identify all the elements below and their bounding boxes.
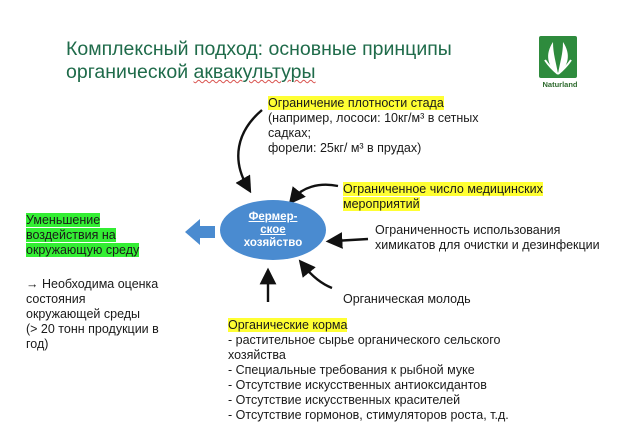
hub-line-2: ское — [260, 223, 286, 236]
arrow-juveniles — [298, 259, 333, 290]
impact-note-4: (> 20 тонн продукции в — [26, 322, 159, 336]
impact-heading-2: воздействия на — [26, 228, 116, 242]
feed-line-4: - Отсутствие искусственных антиоксиданто… — [228, 378, 487, 392]
impact-heading-3: окружающую среду — [26, 243, 140, 257]
leaf-logo-icon — [539, 36, 577, 78]
impact-heading-1: Уменьшение — [26, 213, 101, 227]
juveniles-label: Органическая молодь — [343, 292, 471, 306]
arrow-chemicals — [325, 232, 369, 249]
feed-line-1: - растительное сырье органического сельс… — [228, 333, 501, 347]
feed-line-2: хозяйства — [228, 348, 286, 362]
medical-line-1: Ограниченное число медицинских — [343, 182, 543, 196]
chemicals-line-2: химикатов для очистки и дезинфекции — [375, 238, 600, 252]
medical-line-2: мероприятий — [343, 197, 420, 211]
stocking-line-1: (например, лососи: 10кг/м³ в сетных — [268, 111, 479, 125]
feed-line-3: - Специальные требования к рыбной муке — [228, 363, 475, 377]
impact-reduction: Уменьшение воздействия на окружающую сре… — [26, 213, 140, 258]
title-line-2-prefix: органической — [66, 61, 194, 83]
hub-line-3: хозяйство — [243, 236, 303, 249]
title-line-1: Комплексный подход: основные принципы — [66, 38, 452, 60]
feed-line-5: - Отсутствие искусственных красителей — [228, 393, 461, 407]
chemicals-line-1: Ограниченность использования — [375, 223, 561, 237]
feed-line-6: - Отсутствие гормонов, стимуляторов рост… — [228, 408, 509, 422]
stocking-density: Ограничение плотности стада (например, л… — [268, 96, 478, 156]
farm-hub: Фермер- ское хозяйство — [220, 200, 326, 260]
arrow-medical — [288, 183, 339, 205]
logo-text: Naturland — [542, 80, 578, 89]
slide-title: Комплексный подход: основные принципы ор… — [66, 38, 486, 84]
medical-measures: Ограниченное число медицинских мероприят… — [343, 182, 543, 212]
stocking-line-3: форели: 25кг/ м³ в прудах) — [268, 141, 422, 155]
impact-note-1: → Необходима оценка — [26, 277, 159, 291]
impact-note-2: состояния — [26, 292, 86, 306]
stocking-line-2: садках; — [268, 126, 311, 140]
arrow-stocking — [235, 109, 263, 194]
title-line-2: органической аквакультуры — [66, 61, 486, 84]
stocking-heading: Ограничение плотности стада — [268, 96, 444, 110]
organic-feed: Органические корма - растительное сырье … — [228, 318, 509, 423]
chemicals-limit: Ограниченность использования химикатов д… — [375, 223, 600, 253]
arrow-to-impact — [185, 219, 215, 245]
impact-note-5: год) — [26, 337, 49, 351]
impact-note-3: окружающей среды — [26, 307, 141, 321]
hub-line-1: Фермер- — [248, 210, 298, 223]
impact-assessment-note: → Необходима оценка состояния окружающей… — [26, 277, 159, 352]
naturland-logo: Naturland — [537, 36, 583, 96]
organic-juveniles: Органическая молодь — [343, 292, 471, 307]
feed-heading: Органические корма — [228, 318, 348, 332]
title-line-2-underlined: аквакультуры — [193, 61, 316, 83]
